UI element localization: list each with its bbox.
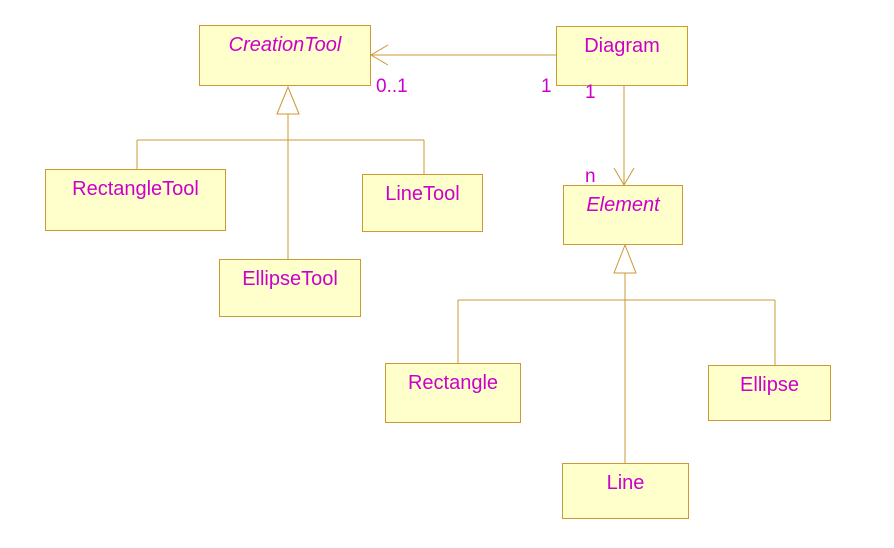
class-line-label: Line — [606, 472, 645, 494]
multiplicity-diagram-tool-end: 1 — [541, 76, 552, 97]
class-element-label: Element — [586, 194, 660, 216]
multiplicity-diagram-element-end: 1 — [585, 82, 596, 103]
inheritance-triangle-element — [613, 243, 637, 274]
class-diagram-label: Diagram — [584, 35, 660, 57]
class-rectangle-tool[interactable]: RectangleTool — [45, 169, 226, 231]
class-creation-tool-label: CreationTool — [228, 34, 342, 56]
class-rectangle-label: Rectangle — [407, 372, 499, 394]
class-line-tool[interactable]: LineTool — [362, 174, 483, 232]
class-ellipse-tool-label: EllipseTool — [242, 268, 338, 290]
class-line-tool-label: LineTool — [385, 183, 460, 205]
class-rectangle-tool-label: RectangleTool — [72, 178, 199, 200]
class-ellipse-label: Ellipse — [740, 374, 799, 396]
multiplicity-tool-end: 0..1 — [376, 76, 408, 97]
class-ellipse-tool[interactable]: EllipseTool — [219, 259, 361, 317]
arrowhead-open-creationtool — [370, 44, 389, 66]
inheritance-triangle-creationtool — [276, 85, 300, 115]
class-ellipse[interactable]: Ellipse — [708, 365, 831, 421]
class-creation-tool[interactable]: CreationTool — [199, 25, 371, 86]
multiplicity-element-end: n — [585, 166, 596, 187]
class-line[interactable]: Line — [562, 463, 689, 519]
class-rectangle[interactable]: Rectangle — [385, 363, 521, 423]
class-element[interactable]: Element — [563, 185, 683, 245]
class-diagram[interactable]: Diagram — [556, 26, 688, 86]
